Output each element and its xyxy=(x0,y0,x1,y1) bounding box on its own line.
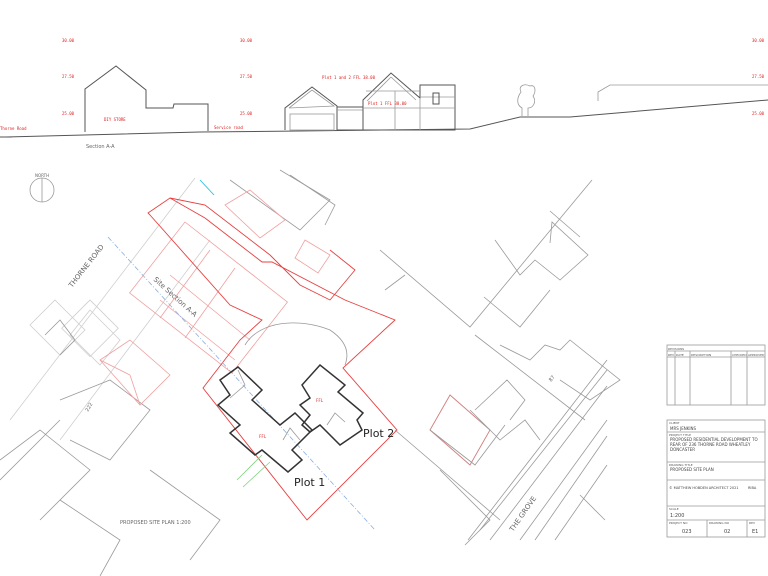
revisions-table: REVISIONS REV DATE DESCRIPTION CHECKED A… xyxy=(666,344,766,406)
plot-1-house xyxy=(216,366,314,473)
project-no-label: PROJECT NO xyxy=(669,521,688,525)
road-edge xyxy=(0,419,61,481)
plot-2-house xyxy=(298,363,365,446)
level-label: 30.00 xyxy=(240,38,253,43)
service-line xyxy=(199,179,215,196)
diy-store-outline xyxy=(84,65,209,132)
plot-2-label: Plot 2 xyxy=(363,427,394,440)
project-label: PROJECT TITLE xyxy=(669,433,691,437)
the-grove-label: THE GROVE xyxy=(508,495,539,534)
ground-line xyxy=(5,99,768,138)
plot-1-label: Plot 1 xyxy=(294,476,325,489)
level-label: 25.00 xyxy=(752,111,765,116)
project-no: 023 xyxy=(682,529,692,535)
riba: RIBA xyxy=(748,486,757,490)
drawing-title-label: DRAWING TITLE xyxy=(669,463,693,467)
revisions-heading: REVISIONS xyxy=(668,347,684,351)
site-plan: NORTH THORNE ROAD 222 xyxy=(0,169,621,576)
service-road-label: Service road xyxy=(214,125,243,130)
roof-line xyxy=(390,76,417,101)
roof-line xyxy=(229,369,246,399)
house-number-87: 87 xyxy=(548,375,557,384)
house-number-222: 222 xyxy=(85,402,95,413)
project-line: REAR OF 236 THORNE ROAD WHEATLEY xyxy=(670,442,751,447)
level-label: 25.00 xyxy=(62,111,75,116)
neighbour-buildings xyxy=(379,179,621,546)
plot12-ffl-label: Plot 1 and 2 FFL 38.00 xyxy=(322,75,376,80)
drawing-no-label: DRAWING NO xyxy=(709,521,730,525)
section-a-a: 30.00 30.00 30.00 27.50 27.50 27.50 25.0… xyxy=(0,38,768,150)
north-arrow: NORTH xyxy=(29,173,55,203)
level-label: 27.50 xyxy=(752,74,765,79)
north-label: NORTH xyxy=(35,173,49,178)
existing-red-buildings xyxy=(99,189,491,466)
scale-label: SCALE xyxy=(669,507,679,511)
level-label: 27.50 xyxy=(62,74,75,79)
column-header: CHECKED xyxy=(732,353,747,357)
drawing-no: 02 xyxy=(724,529,730,535)
window xyxy=(432,92,440,105)
level-label: 27.50 xyxy=(240,74,253,79)
ffl-label: FFL xyxy=(316,398,324,403)
column-header: APPROVED xyxy=(748,353,765,357)
roof-line xyxy=(326,412,346,426)
main-house-outline xyxy=(337,72,456,131)
thorne-road-label: THORNE ROAD xyxy=(67,243,106,290)
hedge xyxy=(242,461,271,488)
project-line: DONCASTER xyxy=(670,447,695,452)
the-grove-road xyxy=(467,359,608,541)
roof-line xyxy=(366,76,392,102)
road-edge xyxy=(59,239,211,441)
title-block: CLIENT MRS JENKINS PROJECT TITLE PROPOSE… xyxy=(666,419,766,538)
level-label: 30.00 xyxy=(752,38,765,43)
level-label: 30.00 xyxy=(62,38,75,43)
link-outline xyxy=(337,106,364,130)
rev-value: E1 xyxy=(752,529,758,535)
garage-roof xyxy=(288,89,336,109)
tree xyxy=(517,84,536,116)
access-boundary xyxy=(169,197,356,301)
level-label: 25.00 xyxy=(240,111,253,116)
client-label: CLIENT xyxy=(669,421,680,425)
roof-line xyxy=(282,427,301,441)
driveway xyxy=(244,322,348,366)
neighbour-building xyxy=(597,84,768,101)
rev-label: REV xyxy=(749,521,756,525)
garage-door xyxy=(289,113,335,131)
neighbour-buildings xyxy=(0,169,336,576)
copyright: © MATTHEW HOBDEN ARCHITECT 2021 xyxy=(669,486,739,490)
section-title: Section A-A xyxy=(86,144,115,150)
column-header: REV xyxy=(668,353,675,357)
drawing-title: PROPOSED SITE PLAN xyxy=(670,467,714,472)
diy-store-label: DIY STORE xyxy=(104,117,126,122)
column-header: DATE xyxy=(676,353,684,357)
thorne-road-label: Thorne Road xyxy=(0,126,27,131)
ffl-label: FFL xyxy=(259,434,267,439)
scale-value: 1:200 xyxy=(670,513,684,519)
client-value: MRS JENKINS xyxy=(670,426,697,431)
column-header: DESCRIPTION xyxy=(691,353,711,357)
section-line xyxy=(107,236,376,531)
site-boundary xyxy=(147,197,398,521)
hedge xyxy=(236,454,263,481)
road-edge xyxy=(9,177,196,421)
plan-caption: PROPOSED SITE PLAN 1:200 xyxy=(120,520,191,526)
project-line: PROPOSED RESIDENTIAL DEVELOPMENT TO xyxy=(670,437,758,442)
plot1-ffl-label: Plot 1 FFL 38.00 xyxy=(368,101,407,106)
garage-outline xyxy=(284,86,338,130)
